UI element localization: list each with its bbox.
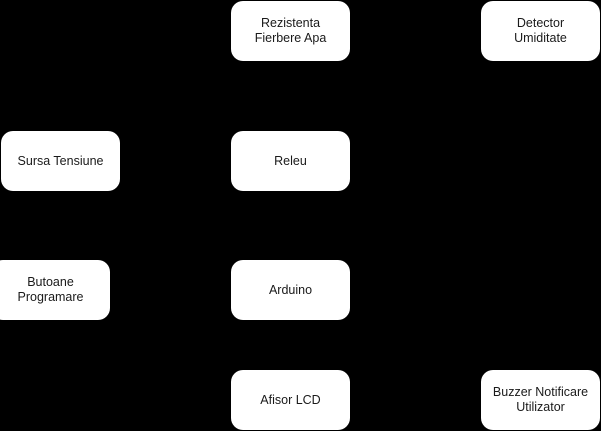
- node-label: Releu: [274, 153, 307, 168]
- node-label: Arduino: [268, 282, 313, 297]
- node-label: Buzzer Notificare Utilizator: [492, 385, 589, 414]
- node-label: Sursa Tensiune: [17, 153, 104, 168]
- node-detector-umiditate[interactable]: Detector Umiditate: [481, 1, 600, 61]
- node-releu[interactable]: Releu: [231, 131, 350, 191]
- node-label: Rezistenta Fierbere Apa: [254, 16, 327, 45]
- node-arduino[interactable]: Arduino: [231, 260, 350, 320]
- node-label: Afisor LCD: [260, 392, 321, 407]
- node-label: Butoane Programare: [17, 275, 84, 304]
- node-butoane-programare[interactable]: Butoane Programare: [0, 260, 110, 320]
- node-buzzer-notificare-utilizator[interactable]: Buzzer Notificare Utilizator: [481, 370, 600, 430]
- node-sursa-tensiune[interactable]: Sursa Tensiune: [1, 131, 120, 191]
- node-rezistenta-fierbere-apa[interactable]: Rezistenta Fierbere Apa: [231, 1, 350, 61]
- node-afisor-lcd[interactable]: Afisor LCD: [231, 370, 350, 430]
- node-label: Detector Umiditate: [514, 16, 567, 45]
